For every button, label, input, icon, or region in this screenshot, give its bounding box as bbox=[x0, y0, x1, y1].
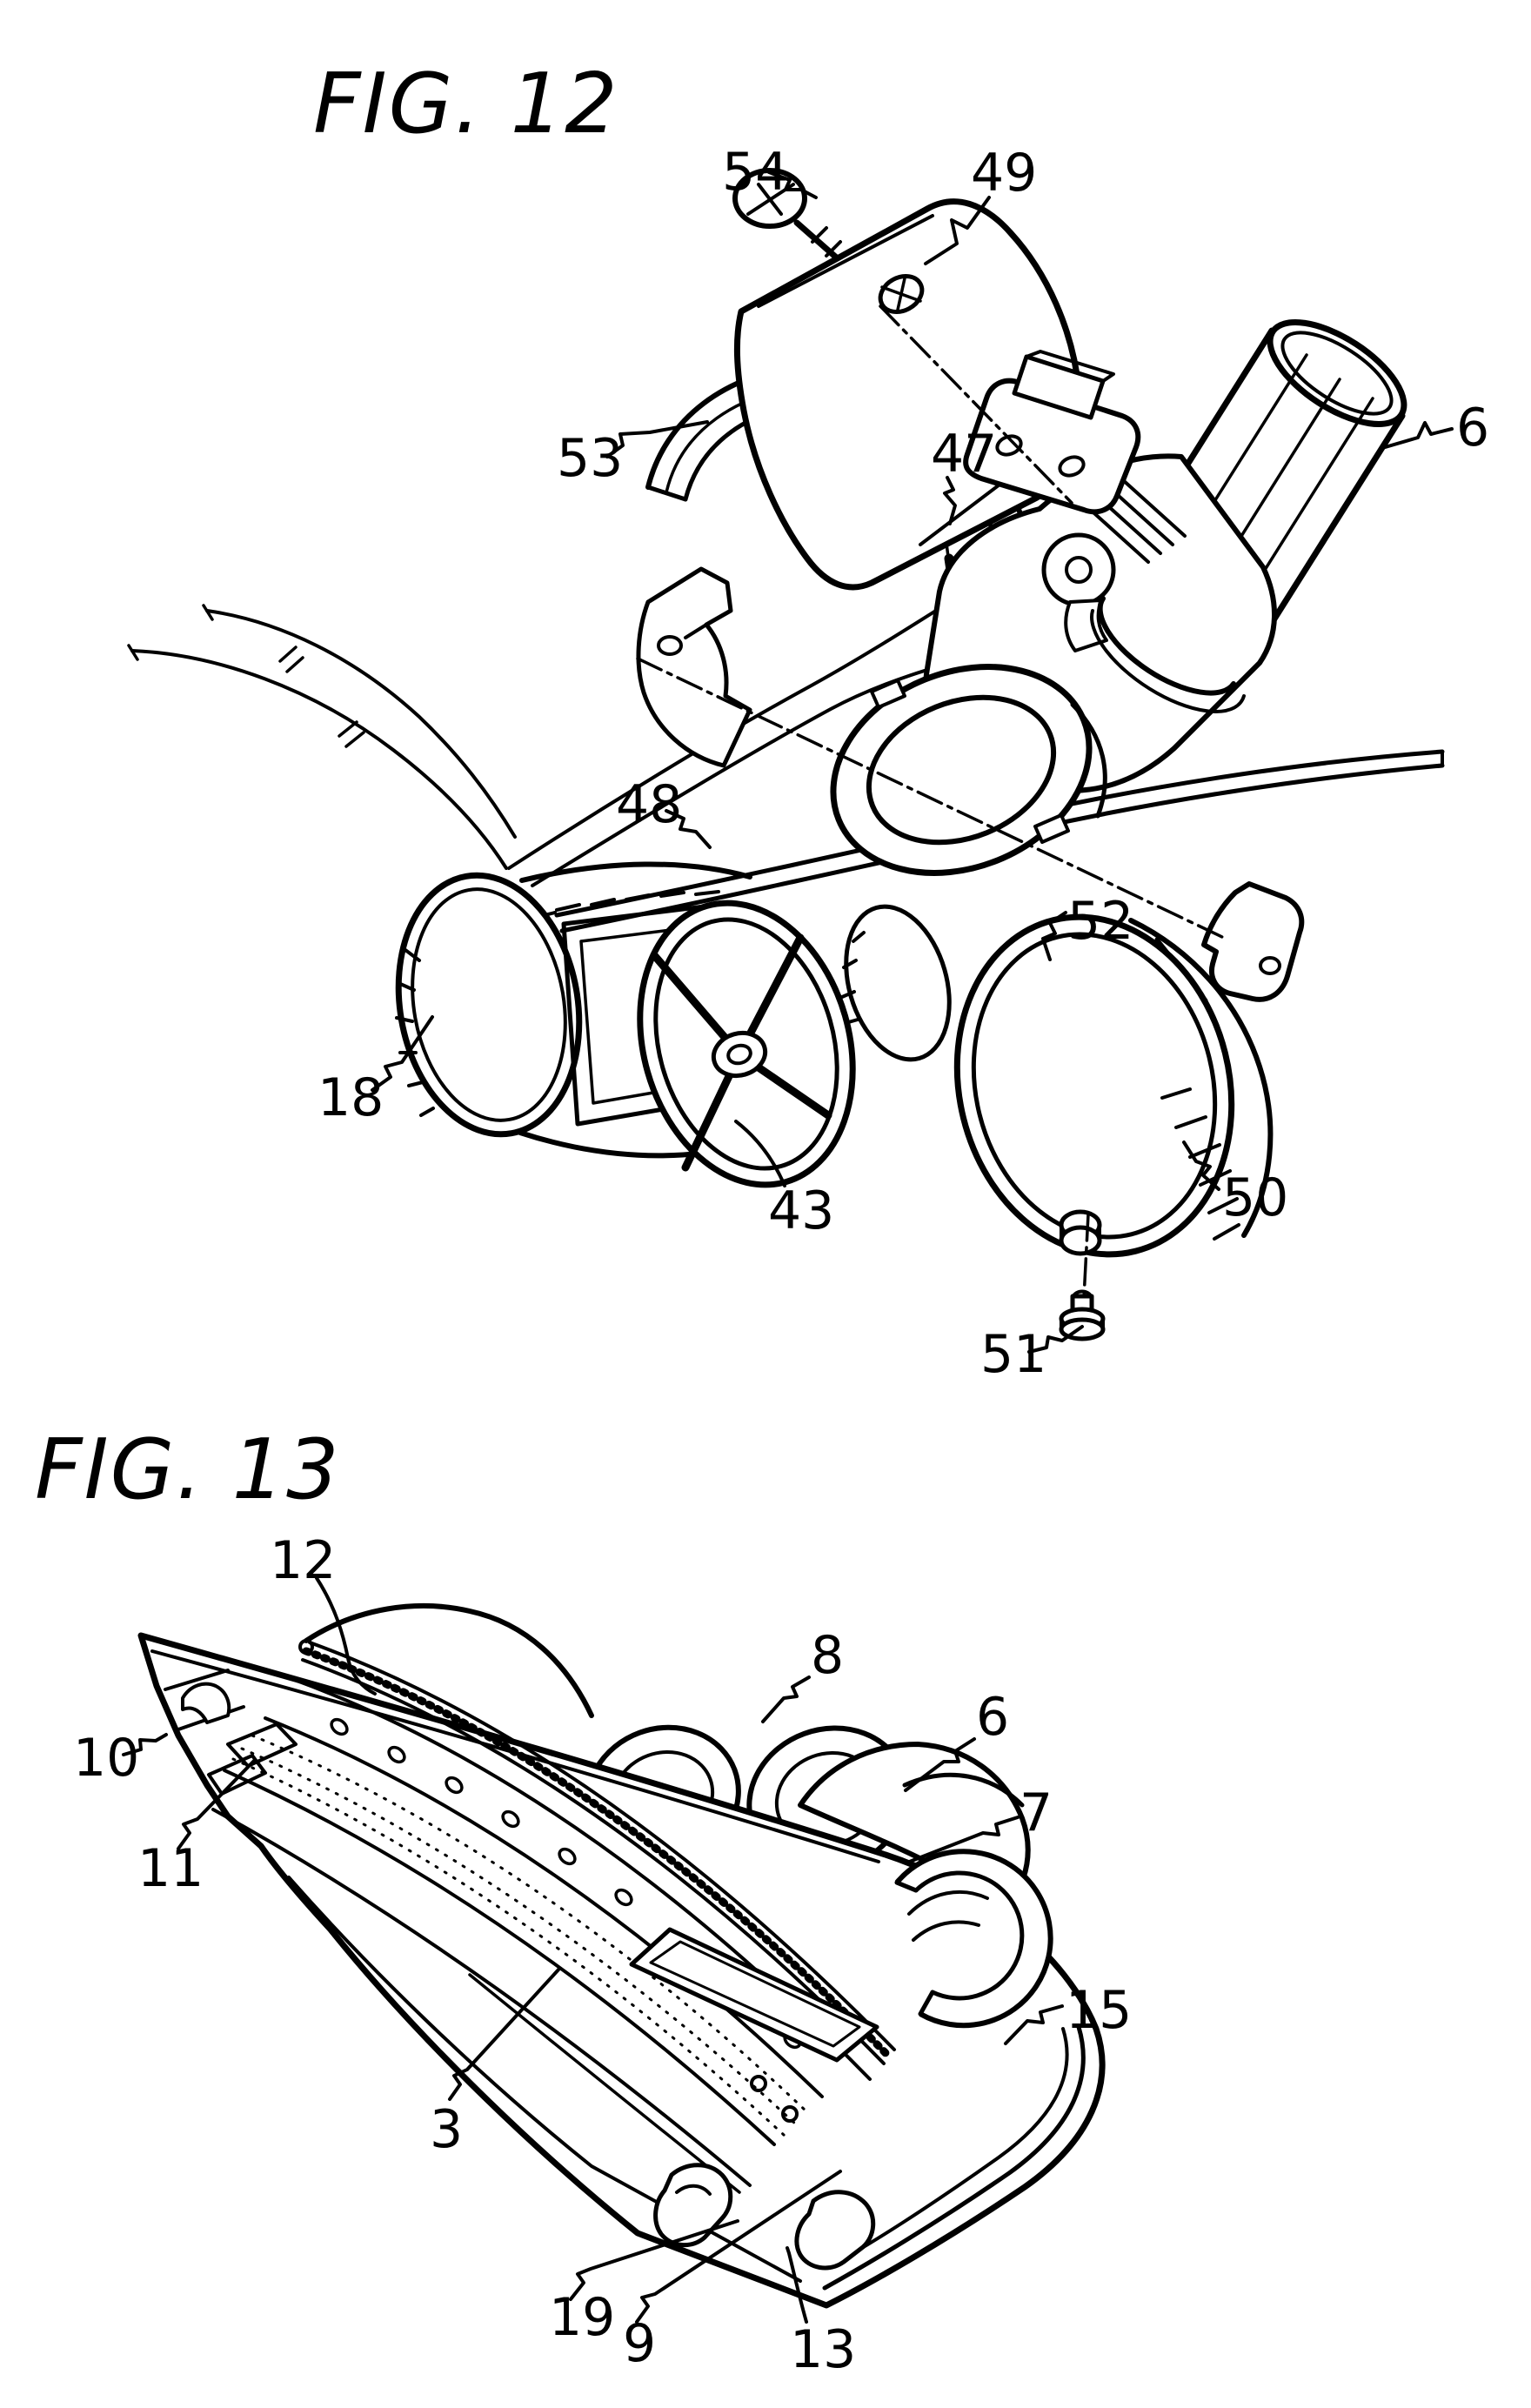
label-8: 8 bbox=[761, 1625, 844, 1723]
ref-19: 19 bbox=[549, 2287, 615, 2348]
label-18: 18 bbox=[318, 1015, 434, 1128]
retaining-clip bbox=[1201, 881, 1305, 1002]
ref-48: 48 bbox=[616, 774, 682, 835]
label-12: 12 bbox=[270, 1530, 377, 1696]
cuff-7 bbox=[894, 1849, 1053, 2029]
ref-43: 43 bbox=[768, 1181, 834, 1241]
cover-ring-52-50 bbox=[953, 913, 1274, 1258]
ref-15: 15 bbox=[1066, 1980, 1132, 2041]
ref-11: 11 bbox=[137, 1838, 204, 1899]
ref-3: 3 bbox=[430, 2099, 463, 2160]
ref-18: 18 bbox=[318, 1067, 384, 1128]
label-48: 48 bbox=[616, 774, 712, 849]
ref-6: 6 bbox=[1456, 398, 1489, 458]
suction-window bbox=[629, 1927, 879, 2063]
figure-12: FIG. 12 54 49 53 47 6 48 18 bbox=[127, 57, 1489, 1385]
label-51: 51 bbox=[980, 1324, 1084, 1385]
sole-strips bbox=[211, 1639, 896, 2194]
label-11: 11 bbox=[137, 1758, 257, 1899]
latch-parts bbox=[653, 2163, 876, 2271]
label-49: 49 bbox=[924, 143, 1037, 265]
label-53: 53 bbox=[557, 420, 709, 489]
label-54: 54 bbox=[722, 142, 818, 203]
ref-7: 7 bbox=[1020, 1783, 1053, 1843]
label-7: 7 bbox=[906, 1783, 1053, 1864]
ref-12: 12 bbox=[270, 1530, 336, 1591]
label-6-fig12: 6 bbox=[1381, 398, 1489, 458]
label-47: 47 bbox=[931, 424, 997, 525]
ref-54: 54 bbox=[722, 142, 788, 203]
ref-13: 13 bbox=[790, 2319, 856, 2380]
label-15: 15 bbox=[1004, 1980, 1132, 2045]
label-13: 13 bbox=[786, 2246, 856, 2380]
ref-50: 50 bbox=[1222, 1167, 1288, 1228]
ref-6b: 6 bbox=[976, 1687, 1009, 1748]
label-19: 19 bbox=[549, 2219, 739, 2348]
label-9: 9 bbox=[623, 2170, 842, 2374]
label-50: 50 bbox=[1182, 1140, 1288, 1228]
screw-51 bbox=[1059, 1289, 1106, 1341]
ref-9: 9 bbox=[623, 2313, 656, 2374]
housing-dome bbox=[304, 1602, 594, 1718]
ref-47: 47 bbox=[931, 424, 997, 485]
pulley bbox=[840, 904, 952, 1062]
label-3: 3 bbox=[430, 1967, 561, 2160]
fig13-title: FIG. 13 bbox=[35, 1422, 341, 1518]
center-axes bbox=[636, 304, 1226, 1300]
end-blocks-10-11 bbox=[164, 1669, 298, 1796]
figure-13: FIG. 13 12 8 10 11 6 7 15 bbox=[35, 1422, 1132, 2380]
label-52: 52 bbox=[1041, 891, 1133, 961]
label-10: 10 bbox=[73, 1728, 168, 1789]
ref-10: 10 bbox=[73, 1728, 139, 1789]
switch-block bbox=[963, 350, 1141, 515]
clamp-bracket bbox=[636, 566, 752, 768]
label-43: 43 bbox=[734, 1120, 834, 1241]
fig12-title: FIG. 12 bbox=[313, 57, 619, 152]
ref-51: 51 bbox=[980, 1324, 1046, 1385]
ref-52: 52 bbox=[1067, 891, 1133, 952]
ref-49: 49 bbox=[971, 143, 1037, 204]
wheel-43 bbox=[637, 900, 856, 1188]
bearing-ring bbox=[830, 664, 1107, 876]
ref-8: 8 bbox=[811, 1625, 844, 1686]
ref-53: 53 bbox=[557, 428, 623, 489]
label-6-fig13: 6 bbox=[904, 1687, 1009, 1792]
bumper-15 bbox=[822, 2024, 1086, 2291]
